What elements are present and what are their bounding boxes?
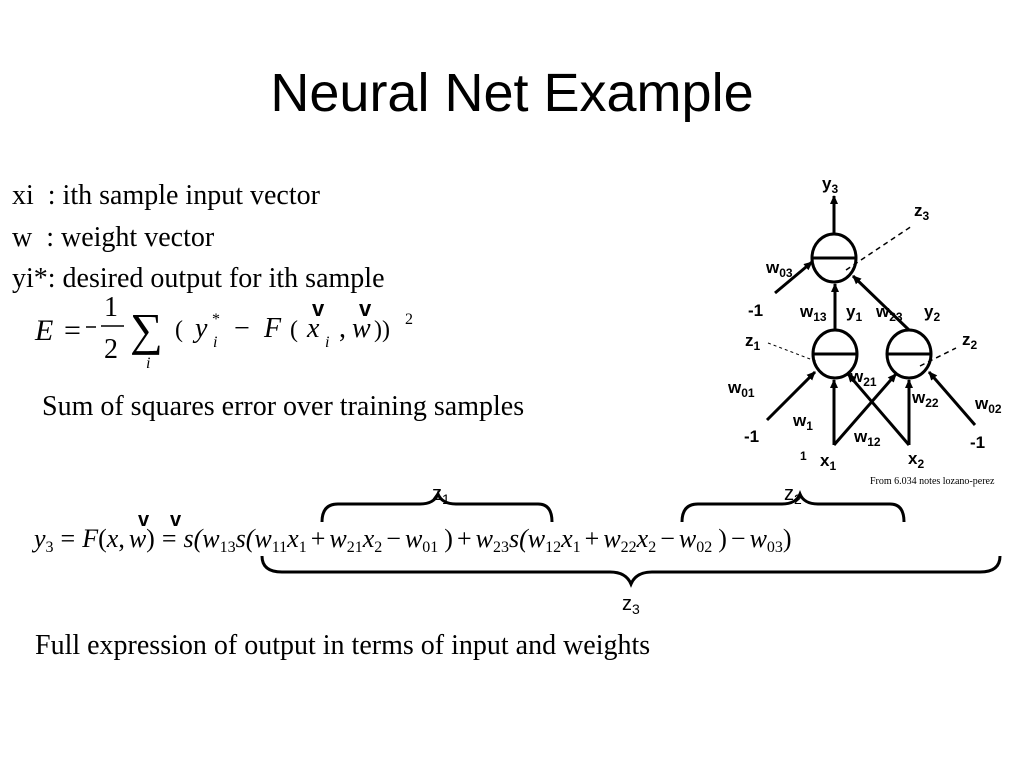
svg-text:w1: w1: [792, 411, 813, 433]
eq-one: 1: [104, 292, 118, 323]
svg-text:z2: z2: [962, 330, 978, 352]
eq-sum: ∑: [130, 304, 163, 355]
source-credit: From 6.034 notes lozano-perez: [870, 476, 995, 487]
svg-text:z1: z1: [432, 483, 450, 507]
slide-title: Neural Net Example: [270, 63, 754, 123]
full-equation: y3=F(x,w)=s(w13s(w11x1+w21x2−w01)+w23s(w…: [31, 524, 792, 556]
svg-text:w21: w21: [849, 367, 877, 389]
eq-w: w: [352, 313, 371, 344]
label-w03: w: [765, 258, 780, 277]
definition-w: w : weight vector: [12, 222, 215, 253]
full-expression: z1 z2 z3 v v y3=F(x,w)=s(w13s(w11x1+w21x…: [31, 483, 1002, 617]
label-z3: z: [914, 201, 923, 220]
label-w01: w: [727, 378, 742, 397]
definition-yi-star: yi*: desired output for ith sample: [12, 263, 385, 294]
svg-text:w01: w01: [727, 378, 755, 400]
eq-sum-index: i: [146, 355, 150, 372]
label-x1: x: [820, 451, 830, 470]
eq-y-index: i: [213, 334, 217, 351]
svg-text:w13: w13: [799, 302, 827, 324]
label-w22: w: [911, 388, 926, 407]
label-bias-left: -1: [744, 427, 759, 446]
eq-E: E: [34, 314, 53, 347]
brace-z1: [320, 489, 554, 523]
network-diagram: y3 z3 w03 -1 w13 y1 w23 y2 z1 z2 w21 w01…: [727, 174, 1002, 473]
label-bias-right: -1: [970, 433, 985, 452]
label-z2: z: [962, 330, 971, 349]
svg-text:y1: y1: [846, 302, 862, 324]
brace-z1-label: z: [432, 483, 442, 505]
edge-x2-1: [846, 373, 911, 446]
edge-y2-3: [851, 274, 911, 332]
svg-text:z2: z2: [784, 483, 802, 507]
label-y2: y: [924, 302, 934, 321]
eq-y: y: [192, 313, 208, 344]
full-expression-caption: Full expression of output in terms of in…: [35, 630, 651, 661]
label-w21: w: [849, 367, 864, 386]
edge-x1-2: [832, 373, 898, 446]
eq-vec-w: v: [359, 296, 372, 321]
label-y3: y: [822, 174, 832, 193]
svg-text:y3: y3: [822, 174, 838, 196]
label-bias-top: -1: [748, 301, 763, 320]
svg-text:z3: z3: [914, 201, 930, 223]
svg-text:w22: w22: [911, 388, 939, 410]
svg-text:y2: y2: [924, 302, 940, 324]
vec-w: v: [170, 509, 182, 531]
label-z1: z: [745, 331, 754, 350]
eq-x-index: i: [325, 334, 329, 351]
brace-z2: [680, 489, 906, 523]
sse-caption: Sum of squares error over training sampl…: [42, 391, 525, 422]
svg-text:x1: x1: [820, 451, 836, 473]
label-w13: w: [799, 302, 814, 321]
eq-open-paren: (: [175, 317, 183, 343]
definition-xi: xi : ith sample input vector: [12, 180, 320, 211]
brace-z3: [260, 555, 1002, 588]
eq-vec-x: v: [312, 296, 325, 321]
label-w23: w: [875, 302, 890, 321]
svg-text:w03: w03: [765, 258, 793, 280]
z3-line: [845, 225, 913, 271]
svg-text:w23: w23: [875, 302, 903, 324]
eq-paren-F: (: [290, 317, 298, 343]
eq-equals: =: [64, 314, 81, 347]
eq-close: )): [374, 317, 390, 343]
svg-text:z1: z1: [745, 331, 761, 353]
svg-text:w12: w12: [853, 427, 881, 449]
label-w02: w: [974, 394, 989, 413]
eq-F: F: [263, 313, 282, 344]
svg-text:x2: x2: [908, 449, 924, 471]
eq-x: x: [306, 313, 320, 344]
eq-minus: −: [234, 313, 250, 344]
z1-line: [767, 342, 819, 363]
eq-two: 2: [104, 334, 118, 365]
eq-star: *: [212, 311, 220, 328]
eq-comma: ,: [339, 313, 346, 344]
error-equation: E = 1 2 ∑ i ( y * i − F ( v x i , v w ))…: [34, 292, 413, 372]
brace-z2-label: z: [784, 483, 794, 505]
edge-bias-3: [774, 260, 813, 295]
vec-x: v: [138, 509, 150, 531]
label-w12: w: [853, 427, 868, 446]
z2-line: [919, 347, 957, 367]
edge-bias-1: [765, 370, 817, 422]
label-y1: y: [846, 302, 856, 321]
edge-bias-2: [927, 371, 977, 426]
label-w11: w: [792, 411, 807, 430]
svg-text:z3: z3: [622, 593, 640, 617]
label-x2: x: [908, 449, 918, 468]
eq-square: 2: [405, 311, 413, 328]
svg-text:w02: w02: [974, 394, 1002, 416]
label-w11-sub2: 1: [800, 449, 807, 463]
brace-z3-label: z: [622, 593, 632, 615]
